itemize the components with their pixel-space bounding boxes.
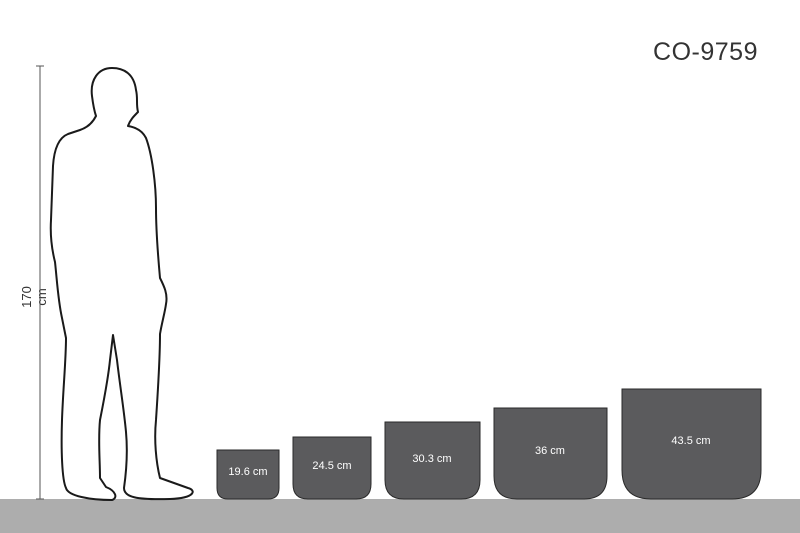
pot-5: 43.5 cm — [621, 388, 762, 500]
pot-3-size-label: 30.3 cm — [412, 453, 451, 465]
pot-1-body — [216, 449, 280, 500]
product-code: CO-9759 — [653, 38, 758, 66]
pot-4-body — [493, 407, 608, 500]
pot-2: 24.5 cm — [292, 436, 372, 500]
pot-2-size-label: 24.5 cm — [312, 460, 351, 472]
pot-5-size-label: 43.5 cm — [671, 435, 710, 447]
pot-1-size-label: 19.6 cm — [228, 466, 267, 478]
pot-3-body — [384, 421, 481, 500]
pot-3: 30.3 cm — [384, 421, 481, 500]
pot-5-body — [621, 388, 762, 500]
pot-2-body — [292, 436, 372, 500]
floor — [0, 499, 800, 533]
height-dimension-line — [36, 65, 44, 500]
pot-1: 19.6 cm — [216, 449, 280, 500]
person-silhouette — [49, 67, 194, 501]
pot-4-size-label: 36 cm — [535, 445, 565, 457]
pot-4: 36 cm — [493, 407, 608, 500]
